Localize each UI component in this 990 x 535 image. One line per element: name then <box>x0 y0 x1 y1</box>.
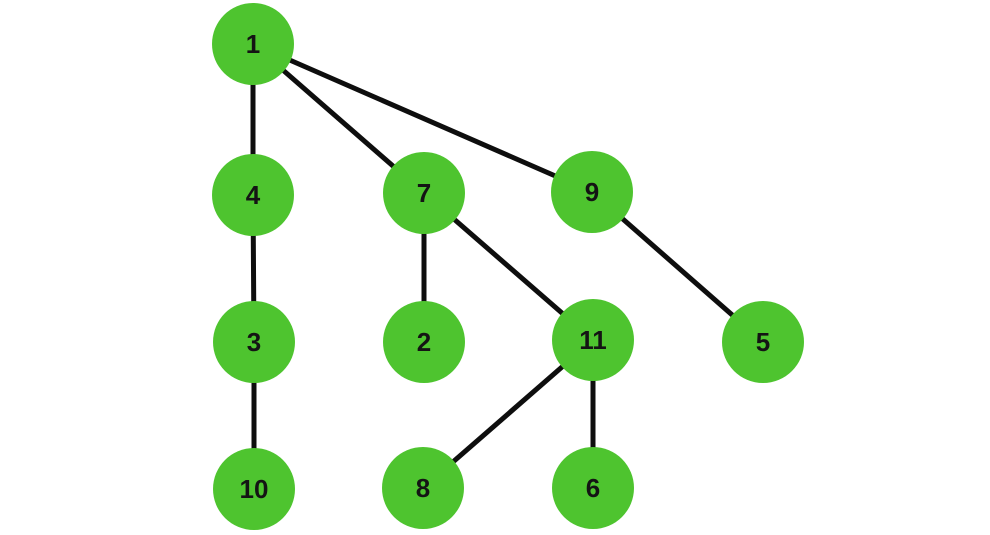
node-label-9: 9 <box>585 177 599 207</box>
tree-node-7: 7 <box>383 152 465 234</box>
node-circle-5 <box>722 301 804 383</box>
tree-node-2: 2 <box>383 301 465 383</box>
tree-node-5: 5 <box>722 301 804 383</box>
node-circle-6 <box>552 447 634 529</box>
node-circle-2 <box>383 301 465 383</box>
node-circle-3 <box>213 301 295 383</box>
tree-node-8: 8 <box>382 447 464 529</box>
node-circle-8 <box>382 447 464 529</box>
node-label-10: 10 <box>240 474 269 504</box>
node-circle-1 <box>212 3 294 85</box>
node-circle-11 <box>552 299 634 381</box>
tree-node-1: 1 <box>212 3 294 85</box>
tree-node-4: 4 <box>212 154 294 236</box>
node-label-2: 2 <box>417 327 431 357</box>
tree-node-6: 6 <box>552 447 634 529</box>
node-label-5: 5 <box>756 327 770 357</box>
node-label-8: 8 <box>416 473 430 503</box>
node-label-3: 3 <box>247 327 261 357</box>
node-circle-7 <box>383 152 465 234</box>
node-label-4: 4 <box>246 180 261 210</box>
nodes-layer: 1 4 7 9 3 2 11 5 10 8 6 <box>212 3 804 530</box>
node-circle-9 <box>551 151 633 233</box>
tree-node-10: 10 <box>213 448 295 530</box>
tree-node-9: 9 <box>551 151 633 233</box>
node-circle-10 <box>213 448 295 530</box>
tree-node-11: 11 <box>552 299 634 381</box>
node-circle-4 <box>212 154 294 236</box>
node-label-7: 7 <box>417 178 431 208</box>
node-label-11: 11 <box>579 325 607 355</box>
edges-layer <box>250 41 766 492</box>
tree-node-3: 3 <box>213 301 295 383</box>
node-label-1: 1 <box>246 29 260 59</box>
node-label-6: 6 <box>586 473 600 503</box>
edge-1-9 <box>250 41 595 195</box>
